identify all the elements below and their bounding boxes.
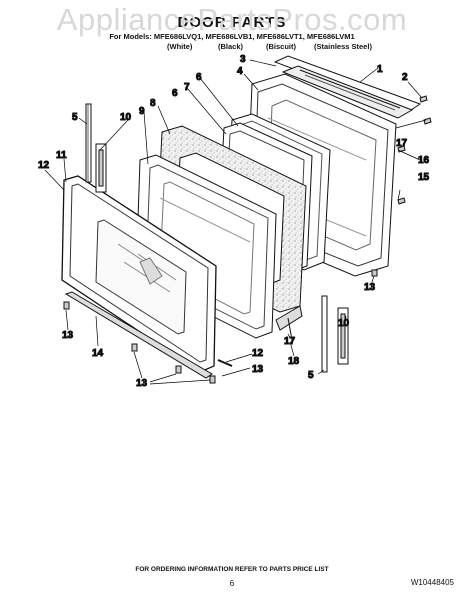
color-white: (White) bbox=[167, 42, 193, 51]
watermark: AppliancePartsPros.com bbox=[56, 2, 408, 37]
callout-17-bottom: 17 bbox=[284, 336, 296, 347]
callout-17-top: 17 bbox=[396, 138, 408, 149]
callout-4: 4 bbox=[237, 66, 243, 77]
callout-11: 11 bbox=[56, 150, 67, 161]
bottom-trim bbox=[64, 291, 213, 379]
callout-13-lower-right: 13 bbox=[252, 364, 264, 375]
callout-18: 18 bbox=[288, 356, 300, 367]
side-trim bbox=[217, 359, 233, 367]
callout-12-left: 12 bbox=[38, 160, 50, 171]
ordering-note: FOR ORDERING INFORMATION REFER TO PARTS … bbox=[135, 566, 329, 573]
door-handle bbox=[273, 55, 422, 119]
hinge-bracket bbox=[275, 305, 303, 341]
callout-10-left: 10 bbox=[120, 112, 132, 123]
callout-6-b: 6 bbox=[172, 88, 178, 99]
color-biscuit: (Biscuit) bbox=[266, 42, 296, 51]
callout-10-right: 10 bbox=[338, 318, 350, 329]
callout-16: 16 bbox=[418, 155, 430, 166]
model-list: For Models: MFE686LVQ1, MFE686LVB1, MFE6… bbox=[109, 32, 355, 41]
callout-1: 1 bbox=[377, 64, 383, 75]
document-number: W10448405 bbox=[410, 578, 454, 587]
callout-5-right: 5 bbox=[308, 370, 314, 381]
callout-labels: 1 2 3 4 5 6 6 7 8 9 10 11 12 17 16 15 13… bbox=[38, 54, 431, 390]
callout-8: 8 bbox=[150, 98, 156, 109]
callout-14: 14 bbox=[92, 348, 104, 359]
hinge-channel-right bbox=[321, 295, 328, 373]
callout-15: 15 bbox=[418, 172, 430, 183]
color-black: (Black) bbox=[218, 42, 244, 51]
callout-2: 2 bbox=[402, 72, 408, 83]
callout-7: 7 bbox=[184, 82, 190, 93]
callout-6-a: 6 bbox=[196, 72, 202, 83]
page-title: DOOR PARTS bbox=[177, 14, 287, 31]
callout-9: 9 bbox=[139, 106, 145, 117]
hinge-channel-left bbox=[85, 103, 92, 183]
callout-13-bottom: 13 bbox=[136, 378, 148, 389]
hinge-right bbox=[337, 307, 349, 365]
callout-5-left: 5 bbox=[72, 112, 78, 123]
callout-12-right: 12 bbox=[252, 348, 264, 359]
page-number: 6 bbox=[229, 579, 235, 588]
color-stainless: (Stainless Steel) bbox=[314, 42, 372, 51]
callout-13-right: 13 bbox=[364, 282, 376, 293]
screws bbox=[63, 95, 432, 384]
leader-lines bbox=[44, 59, 427, 385]
hinge-left bbox=[95, 143, 107, 193]
callout-3: 3 bbox=[240, 54, 246, 65]
door-front-frame bbox=[61, 175, 217, 373]
callout-13-left: 13 bbox=[62, 330, 74, 341]
